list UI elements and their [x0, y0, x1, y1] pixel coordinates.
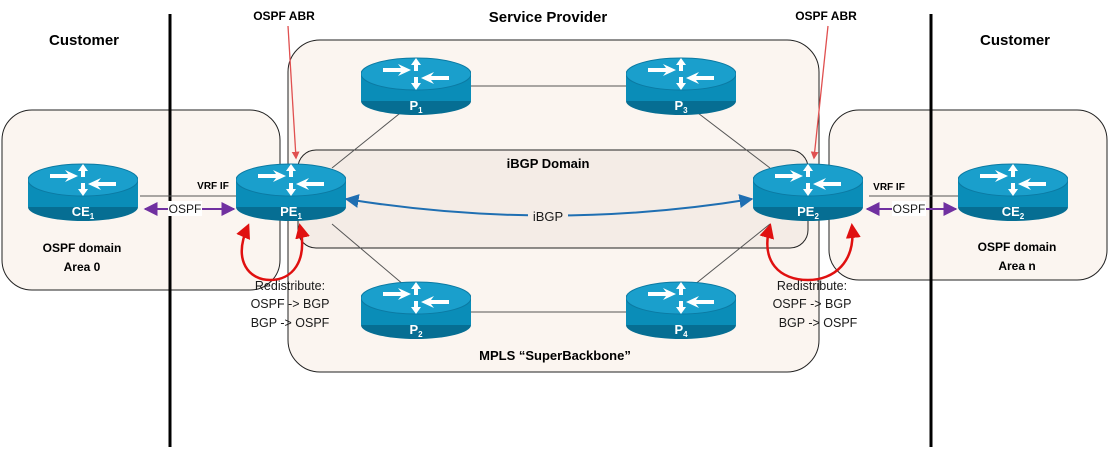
- svg-text:CE1: CE1: [72, 204, 95, 221]
- redistribute-right-note: Redistribute: OSPF -> BGP BGP -> OSPF: [773, 279, 858, 330]
- router-ce1[interactable]: CE1: [28, 163, 138, 222]
- svg-text:Redistribute:: Redistribute:: [255, 279, 325, 293]
- router-pe1[interactable]: PE1: [236, 163, 346, 222]
- physical-links: [140, 85, 960, 313]
- vrf-if-left-label: VRF IF: [197, 181, 229, 192]
- svg-text:BGP -> OSPF: BGP -> OSPF: [779, 316, 858, 330]
- svg-text:CE2: CE2: [1002, 204, 1025, 221]
- link-pe1-p2: [331, 223, 405, 286]
- service-provider-header: Service Provider: [489, 9, 608, 26]
- ibgp-label: iBGP: [533, 209, 563, 224]
- link-p3-pe2: [693, 109, 771, 169]
- abr-right-pointer: [810, 25, 829, 160]
- svg-text:PE1: PE1: [280, 204, 302, 221]
- abr-left-label: OSPF ABR: [253, 9, 315, 23]
- svg-text:BGP -> OSPF: BGP -> OSPF: [251, 316, 330, 330]
- redistribute-left-note: Redistribute: OSPF -> BGP BGP -> OSPF: [251, 279, 330, 330]
- router-p2[interactable]: P2: [361, 281, 471, 340]
- svg-text:P4: P4: [674, 322, 688, 339]
- svg-text:P1: P1: [409, 98, 423, 115]
- router-p1[interactable]: P1: [361, 57, 471, 116]
- ospf-domain-right-line1: OSPF domain: [978, 240, 1057, 254]
- router-pe2[interactable]: PE2: [753, 163, 863, 222]
- abr-left-pointer: [287, 25, 300, 160]
- customer-left-header: Customer: [49, 32, 119, 49]
- ospf-domain-left-line1: OSPF domain: [43, 241, 122, 255]
- ospf-domain-right-line2: Area n: [998, 259, 1035, 273]
- redistribute-left-arrow: [236, 223, 310, 282]
- ospf-domain-left-line2: Area 0: [64, 260, 101, 274]
- link-p4-pe2: [693, 223, 771, 286]
- router-ce2[interactable]: CE2: [958, 163, 1068, 222]
- abr-right-label: OSPF ABR: [795, 9, 857, 23]
- svg-text:P3: P3: [674, 98, 688, 115]
- ibgp-domain-label: iBGP Domain: [507, 156, 590, 171]
- mpls-superbackbone-label: MPLS “SuperBackbone”: [479, 348, 631, 363]
- svg-text:OSPF -> BGP: OSPF -> BGP: [773, 297, 852, 311]
- ospf-left-label: OSPF: [169, 202, 202, 216]
- router-p4[interactable]: P4: [626, 281, 736, 340]
- svg-text:Redistribute:: Redistribute:: [777, 279, 847, 293]
- vrf-if-right-label: VRF IF: [873, 182, 905, 193]
- ospf-right-label: OSPF: [893, 202, 926, 216]
- router-p3[interactable]: P3: [626, 57, 736, 116]
- svg-text:P2: P2: [409, 322, 423, 339]
- link-pe1-p1: [331, 109, 405, 169]
- redistribute-right-arrow: [759, 223, 861, 282]
- svg-text:PE2: PE2: [797, 204, 819, 221]
- customer-right-header: Customer: [980, 32, 1050, 49]
- svg-text:OSPF -> BGP: OSPF -> BGP: [251, 297, 330, 311]
